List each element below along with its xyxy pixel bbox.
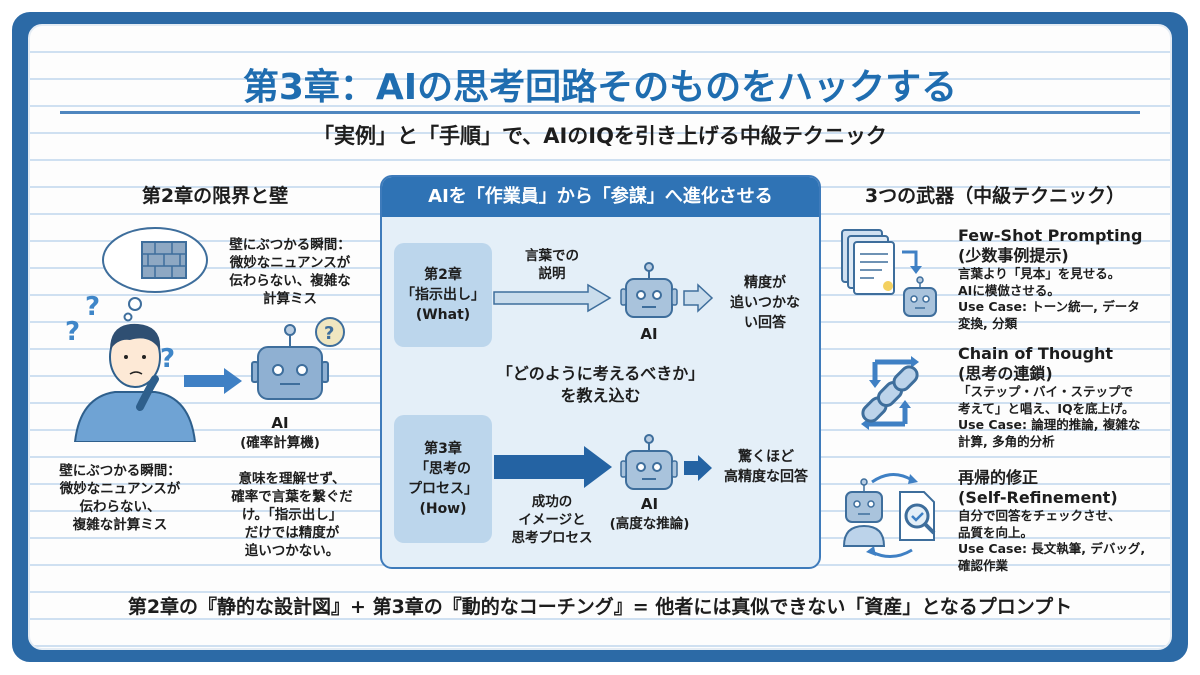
technique-self-refinement: 再帰的修正 (Self-Refinement) 自分で回答をチェックさせ、 品質… [958, 468, 1158, 574]
left-caption: 壁にぶつかる瞬間： 微妙なニュアンスが 伝わらない、 複雑な計算ミス [50, 462, 190, 534]
ai-caption: 意味を理解せず、 確率で言葉を繋ぐだ け。「指示出し」 だけでは精度が 追いつか… [222, 470, 362, 560]
text-line: 「指示出し」 [401, 287, 485, 303]
text-line: 精度が [744, 275, 786, 291]
text-line: 自分で回答をチェックさせ、 [958, 508, 1121, 523]
title-divider [60, 111, 1140, 114]
page-subtitle: 「実例」と「手順」で、AIのIQを引き上げる中級テクニック [313, 124, 887, 148]
chapter2-box: 第2章「指示出し」 (What) [394, 243, 492, 347]
technique-title: (Self-Refinement) [958, 488, 1118, 507]
page-title: 第3章：AIの思考回路そのものをハックする [242, 67, 958, 108]
text-line: 微妙なニュアンスが [59, 481, 181, 497]
text-line: Use Case: 長文執筆, デバッグ, [958, 541, 1146, 556]
ai-sublabel: (確率計算機) [240, 435, 320, 451]
arrow-label: 言葉での説明 [497, 247, 607, 283]
ai-label: AI [640, 495, 659, 513]
text-line: 追いつかな [730, 295, 800, 311]
text-line: 計算ミス [263, 291, 317, 307]
text-line: 説明 [538, 266, 566, 282]
footer-summary: 第2章の『静的な設計図』+ 第3章の『動的なコーチング』= 他者には真似できない… [127, 596, 1073, 618]
text-line: イメージと [518, 512, 586, 528]
text-line: い回答 [744, 315, 786, 331]
text-line: 壁にぶつかる瞬間： [229, 237, 351, 253]
result-weak: 精度が追いつかない回答 [715, 273, 815, 333]
text-line: 言葉より「見本」を見せる。 [958, 266, 1121, 281]
text-line: 意味を理解せず、 [238, 471, 346, 487]
text-line: け。「指示出し」 [241, 507, 343, 523]
text-line: 品質を向上。 [958, 524, 1034, 540]
chain-icon [861, 356, 919, 430]
text-line: AIに模倣させる。 [958, 282, 1060, 298]
text-line: Use Case: 論理的推論, 複雑な [958, 417, 1141, 432]
text-line: Use Case: トーン統一, データ [958, 299, 1140, 314]
self-refinement-icon [842, 473, 936, 558]
text-line: 考えて」と唱え、IQを底上げ。 [958, 400, 1135, 416]
thick-arrow-icon [494, 446, 612, 488]
technique-title: (思考の連鎖) [958, 364, 1053, 383]
text-line: 高精度な回答 [724, 469, 808, 485]
chapter3-box: 第3章「思考のプロセス」 (How) [394, 415, 492, 543]
svg-text:?: ? [160, 344, 175, 374]
technique-chain-of-thought: Chain of Thought (思考の連鎖) 「ステップ・バイ・ステップで … [958, 344, 1158, 450]
text-line: (How) [419, 501, 467, 517]
ai-sublabel: (高度な推論) [609, 516, 690, 532]
text-line: 言葉での [525, 248, 579, 264]
text-line: 第3章 [424, 441, 462, 457]
technique-title: 再帰的修正 [958, 468, 1039, 487]
few-shot-icon [841, 229, 937, 317]
text-line: 「ステップ・バイ・ステップで [958, 384, 1134, 399]
key-message: 「どのように考えるべきか」を教え込む [382, 363, 819, 407]
question-bubble-icon: ? [315, 317, 345, 347]
technique-title: Chain of Thought [958, 344, 1114, 363]
text-line: 「どのように考えるべきか」 [496, 364, 705, 383]
arrow-label: 成功のイメージと思考プロセス [497, 493, 607, 547]
text-line: 成功の [531, 494, 573, 510]
robot-icon [620, 434, 678, 490]
ai-label: AI [271, 414, 289, 432]
technique-title: Few-Shot Prompting [958, 226, 1143, 245]
outline-arrow-icon [683, 283, 714, 313]
robot-icon [251, 324, 329, 400]
svg-text:?: ? [65, 317, 80, 347]
text-line: 「思考の [415, 461, 471, 477]
text-line: を教え込む [560, 386, 641, 405]
text-line: 確認作業 [958, 557, 1009, 573]
text-line: 計算, 多角的分析 [958, 433, 1055, 449]
technique-few-shot: Few-Shot Prompting (少数事例提示) 言葉より「見本」を見せる… [958, 226, 1158, 332]
text-line: 複雑な計算ミス [72, 517, 168, 533]
bubble-text: 壁にぶつかる瞬間： 微妙なニュアンスが 伝わらない、複雑な 計算ミス [220, 236, 360, 308]
ai-label: AI [640, 325, 658, 343]
text-line: だけでは精度が [244, 525, 340, 541]
text-line: 伝わらない、複雑な [229, 273, 351, 289]
solid-arrow-icon [684, 455, 712, 481]
confused-person-icon: ? ? ? [65, 227, 208, 442]
right-heading: 3つの武器（中級テクニック） [864, 185, 1126, 207]
result-strong: 驚くほど高精度な回答 [713, 447, 819, 487]
thin-arrow-icon [493, 283, 612, 313]
text-line: 追いつかない。 [244, 543, 340, 559]
arrow-right-icon [184, 368, 242, 394]
text-line: 壁にぶつかる瞬間： [59, 463, 181, 479]
robot-icon [620, 262, 678, 318]
text-line: 変換, 分類 [958, 315, 1018, 331]
evolution-panel: AIを「作業員」から「参謀」へ進化させる 第2章「指示出し」 (What) 言葉で… [380, 175, 821, 569]
text-line: 伝わらない、 [79, 499, 161, 515]
text-line: 思考プロセス [511, 530, 593, 546]
text-line: 微妙なニュアンスが [229, 255, 351, 271]
text-line: 驚くほど [738, 449, 794, 465]
panel-header: AIを「作業員」から「参謀」へ進化させる [382, 177, 819, 217]
technique-title: (少数事例提示) [958, 246, 1069, 265]
thought-cloud-icon [102, 227, 208, 322]
text-line: プロセス」 [408, 481, 478, 497]
svg-text:?: ? [85, 292, 100, 322]
text-line: 第2章 [424, 267, 462, 283]
text-line: 確率で言葉を繋ぐだ [231, 489, 353, 505]
left-heading: 第2章の限界と壁 [141, 185, 289, 207]
text-line: (What) [415, 307, 471, 323]
svg-text:?: ? [324, 323, 334, 344]
